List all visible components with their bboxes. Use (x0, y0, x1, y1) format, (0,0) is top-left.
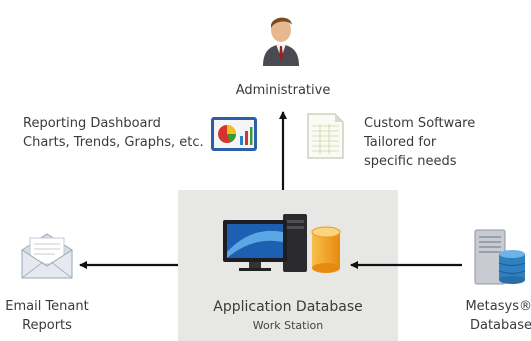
metasys-label-line1: Metasys® (465, 299, 531, 314)
custom-software-line2: Tailored for (364, 135, 437, 150)
spreadsheet-icon (307, 113, 344, 159)
custom-software-line3: specific needs (364, 154, 457, 169)
dashboard-chart-icon (211, 117, 257, 151)
database-cylinder-icon (311, 226, 341, 273)
envelope-icon (21, 233, 73, 279)
application-title: Application Database (213, 299, 363, 315)
workstation-icon (223, 214, 307, 272)
reporting-subtitle: Charts, Trends, Graphs, etc. (23, 135, 204, 150)
metasys-label-line2: Database (469, 318, 531, 333)
administrative-label: Administrative (235, 83, 331, 98)
application-subtitle: Work Station (252, 319, 324, 332)
email-label-line1: Email Tenant (5, 299, 89, 314)
server-database-icon (474, 229, 526, 285)
custom-software-line1: Custom Software (364, 116, 476, 131)
reporting-title: Reporting Dashboard (23, 116, 161, 131)
email-label-line2: Reports (22, 318, 72, 333)
businessman-icon (263, 17, 299, 66)
